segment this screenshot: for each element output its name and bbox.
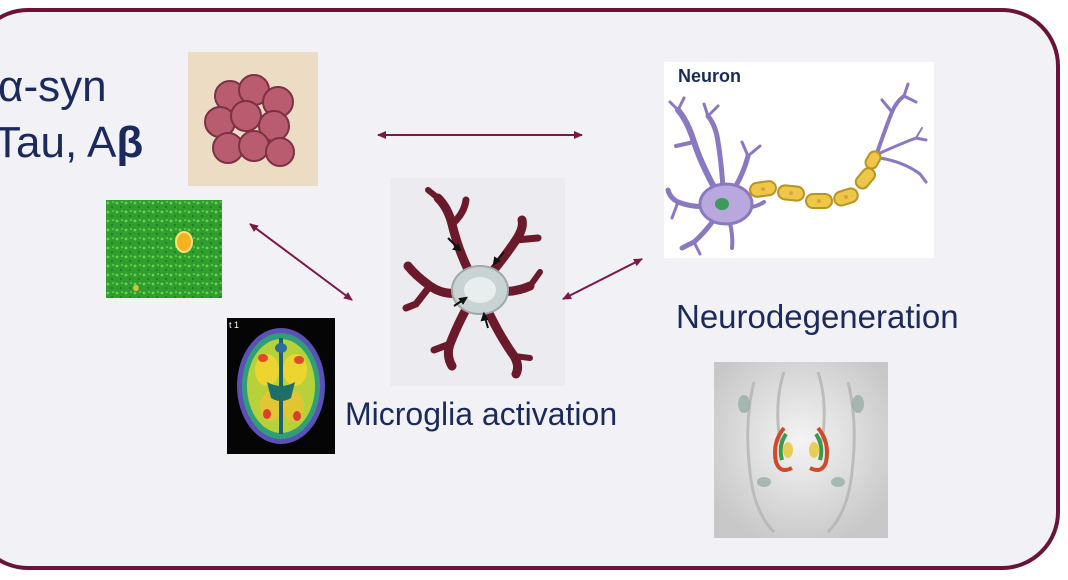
neurodegeneration-label: Neurodegeneration [676, 298, 959, 335]
beta-symbol: β [116, 118, 144, 167]
pet-brain-scan-image: t 1 [227, 318, 335, 454]
fluorescence-image [106, 200, 222, 298]
tau-abeta-label: Tau, Aβ [0, 118, 143, 168]
alpha-syn-label: α-syn [0, 62, 107, 111]
neuron-label: Neuron [678, 66, 741, 86]
tau-abeta-text: Tau, A [0, 118, 117, 167]
microglia-cell-image [390, 178, 565, 386]
protein-aggregate-image [188, 52, 318, 186]
brain-3d-render-image [714, 362, 888, 538]
pet-corner-label: t 1 [229, 320, 240, 330]
neuron-illustration [664, 62, 934, 258]
microglia-activation-label: Microglia activation [345, 396, 618, 432]
